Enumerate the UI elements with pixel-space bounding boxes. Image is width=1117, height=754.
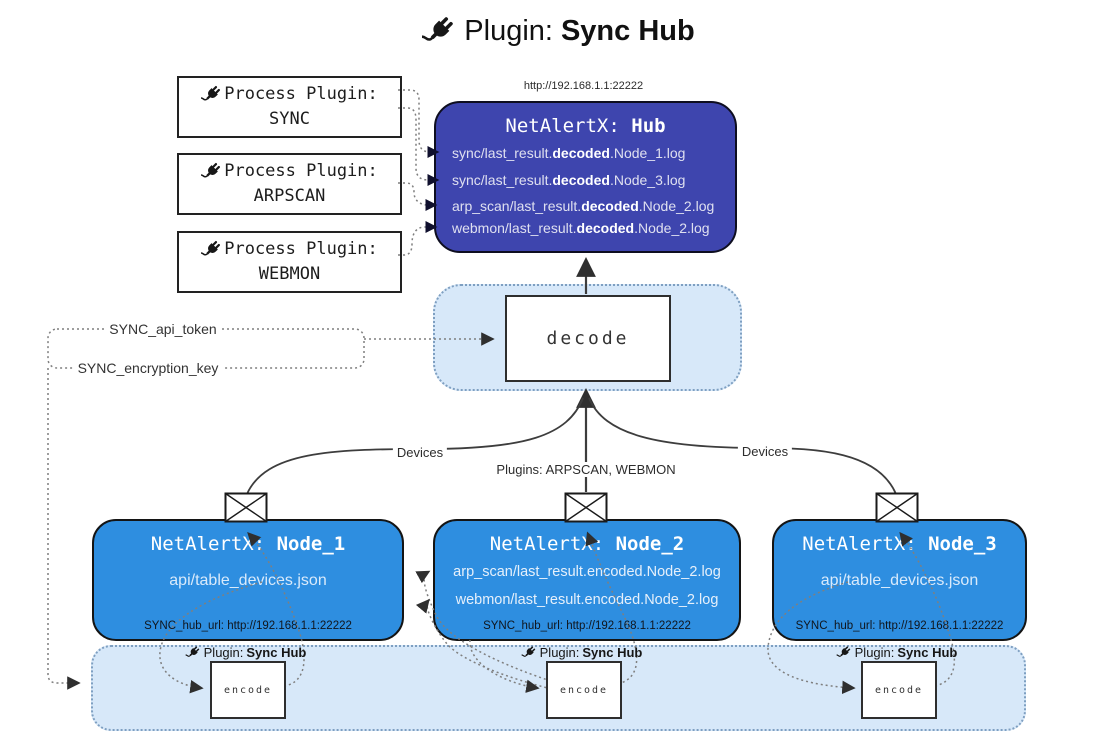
encode-box-3: encode	[861, 661, 937, 719]
decode-box: decode	[505, 295, 671, 382]
envelope-icon	[875, 492, 919, 528]
node-file: webmon/last_result.encoded.Node_2.log	[455, 592, 719, 608]
process-plugin-label: Process Plugin:	[224, 160, 378, 181]
devices-right-label: Devices	[737, 444, 793, 459]
devices-left-label: Devices	[392, 445, 448, 460]
page-title-name: Sync Hub	[560, 14, 695, 47]
hub-file-line: sync/last_result.decoded.Node_1.log	[452, 145, 686, 161]
plug-icon	[521, 645, 537, 660]
node-title: NetAlertX: Node_2	[489, 533, 685, 555]
plug-icon	[836, 645, 852, 660]
process-plugin-sync: Process Plugin: SYNC	[177, 76, 402, 138]
encoder-plugin-label: Plugin: Sync Hub	[185, 645, 306, 660]
sync-api-token-label: SYNC_api_token	[105, 321, 221, 337]
plug-icon	[201, 239, 222, 260]
process-plugin-label: Process Plugin:	[224, 238, 378, 259]
node-1-box: NetAlertX: Node_1 api/table_devices.json…	[92, 519, 404, 641]
node-hub-url: SYNC_hub_url: http://192.168.1.1:22222	[483, 620, 691, 632]
encoder-plugin-label: Plugin: Sync Hub	[836, 645, 957, 660]
envelope-icon	[564, 492, 608, 528]
sync-encryption-key-label: SYNC_encryption_key	[73, 360, 223, 376]
node-3-box: NetAlertX: Node_3 api/table_devices.json…	[772, 519, 1027, 641]
plug-icon	[422, 14, 456, 48]
plugins-mid-label: Plugins: ARPSCAN, WEBMON	[492, 462, 680, 477]
node-hub-url: SYNC_hub_url: http://192.168.1.1:22222	[144, 620, 352, 632]
encode-box-2: encode	[546, 661, 622, 719]
process-plugin-arpscan: Process Plugin: ARPSCAN	[177, 153, 402, 215]
hub-url-label: http://192.168.1.1:22222	[523, 80, 644, 92]
node-file: arp_scan/last_result.encoded.Node_2.log	[453, 564, 721, 580]
node-title: NetAlertX: Node_3	[802, 533, 997, 555]
encoder-plugin-label: Plugin: Sync Hub	[521, 645, 642, 660]
hub-file-line: arp_scan/last_result.decoded.Node_2.log	[452, 198, 715, 214]
envelope-icon	[224, 492, 268, 528]
process-plugin-name: WEBMON	[258, 264, 321, 284]
process-plugin-name: SYNC	[269, 109, 310, 129]
hub-file-line: webmon/last_result.decoded.Node_2.log	[452, 220, 710, 236]
encode-box-1: encode	[210, 661, 286, 719]
hub-box: NetAlertX: Hub sync/last_result.decoded.…	[434, 101, 737, 253]
plug-icon	[185, 645, 201, 660]
node-file: api/table_devices.json	[820, 572, 979, 589]
process-plugin-name: ARPSCAN	[253, 186, 326, 206]
process-plugin-webmon: Process Plugin: WEBMON	[177, 231, 402, 293]
hub-title: NetAlertX: Hub	[505, 115, 666, 137]
process-plugin-label: Process Plugin:	[224, 83, 378, 104]
page-title-prefix: Plugin:	[464, 14, 553, 47]
node-title: NetAlertX: Node_1	[150, 533, 346, 555]
node-hub-url: SYNC_hub_url: http://192.168.1.1:22222	[795, 620, 1004, 632]
plug-icon	[201, 161, 222, 182]
node-2-box: NetAlertX: Node_2 arp_scan/last_result.e…	[433, 519, 741, 641]
node-file: api/table_devices.json	[169, 572, 327, 589]
plug-icon	[201, 84, 222, 105]
hub-file-line: sync/last_result.decoded.Node_3.log	[452, 172, 686, 188]
page-title: Plugin: Sync Hub	[0, 14, 1117, 48]
